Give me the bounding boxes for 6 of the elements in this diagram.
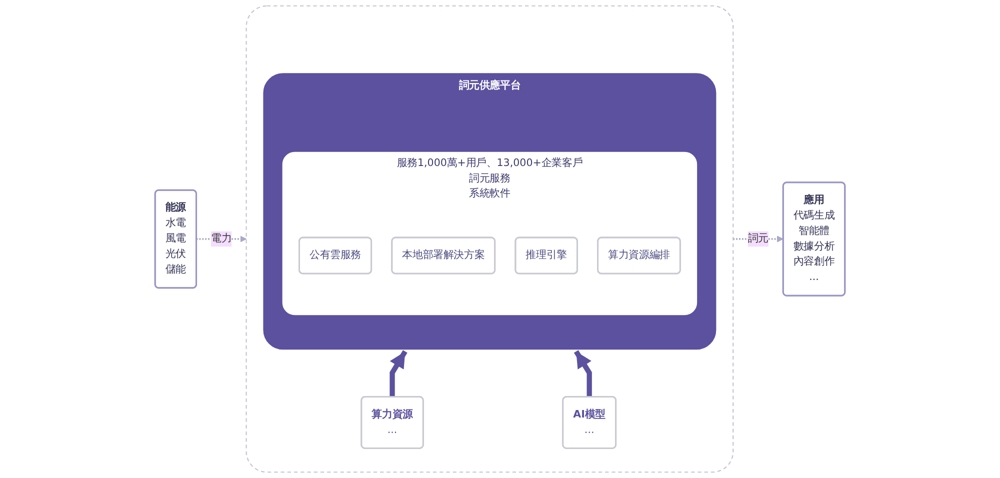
arrow <box>733 236 784 242</box>
arrow <box>574 350 592 397</box>
edge-label: 詞元 <box>748 232 768 245</box>
edge-label: 電力 <box>210 232 232 245</box>
cluster <box>246 5 734 473</box>
arrow <box>390 350 408 397</box>
